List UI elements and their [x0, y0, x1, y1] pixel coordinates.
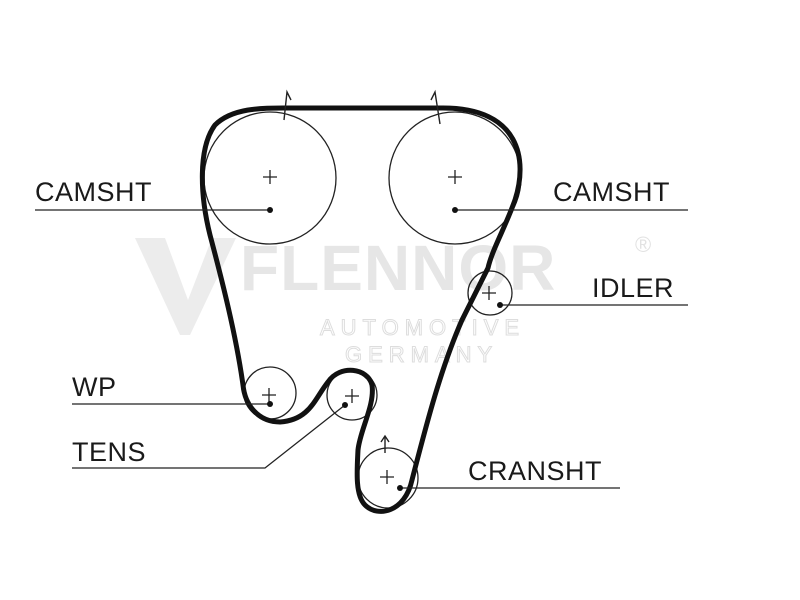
watermark-registered: ®	[635, 232, 651, 257]
label-cransht: CRANSHT	[468, 456, 602, 486]
watermark-brand: FLENNOR	[240, 232, 556, 304]
pulley-centers	[262, 170, 496, 484]
label-tens: TENS	[72, 437, 146, 467]
leader-dot-camsht-left	[267, 207, 273, 213]
leader-dot-tens	[342, 402, 348, 408]
labels: CAMSHT CAMSHT IDLER WP TENS CRANSHT	[35, 177, 674, 486]
pulleys	[203, 111, 522, 509]
leader-dot-idler	[497, 302, 503, 308]
tensioner-center-cross	[345, 389, 359, 403]
camshaft-right-center-cross	[448, 170, 462, 184]
watermark: FLENNOR ® AUTOMOTIVE GERMANY	[135, 232, 651, 368]
watermark-line2: GERMANY	[345, 342, 498, 367]
crankshaft-pulley	[357, 447, 419, 509]
timing-mark-left	[283, 89, 292, 121]
idler-center-cross	[482, 286, 496, 300]
leader-dot-cransht	[397, 485, 403, 491]
water-pump-center-cross	[262, 388, 276, 402]
crankshaft-center-cross	[380, 470, 394, 484]
leaders	[35, 207, 688, 491]
watermark-logo-mark	[135, 238, 236, 335]
leader-dot-wp	[267, 401, 273, 407]
label-camsht-right: CAMSHT	[553, 177, 670, 207]
watermark-line1: AUTOMOTIVE	[320, 315, 525, 340]
label-camsht-left: CAMSHT	[35, 177, 152, 207]
label-wp: WP	[72, 372, 117, 402]
timing-marks	[283, 89, 441, 453]
leader-tens	[72, 404, 346, 469]
camshaft-left-center-cross	[263, 170, 277, 184]
idler-pulley	[467, 270, 513, 316]
timing-mark-crank	[380, 434, 390, 453]
timing-belt	[199, 105, 523, 514]
label-idler: IDLER	[592, 273, 674, 303]
leader-dot-camsht-right	[452, 207, 458, 213]
timing-mark-right	[430, 89, 441, 125]
